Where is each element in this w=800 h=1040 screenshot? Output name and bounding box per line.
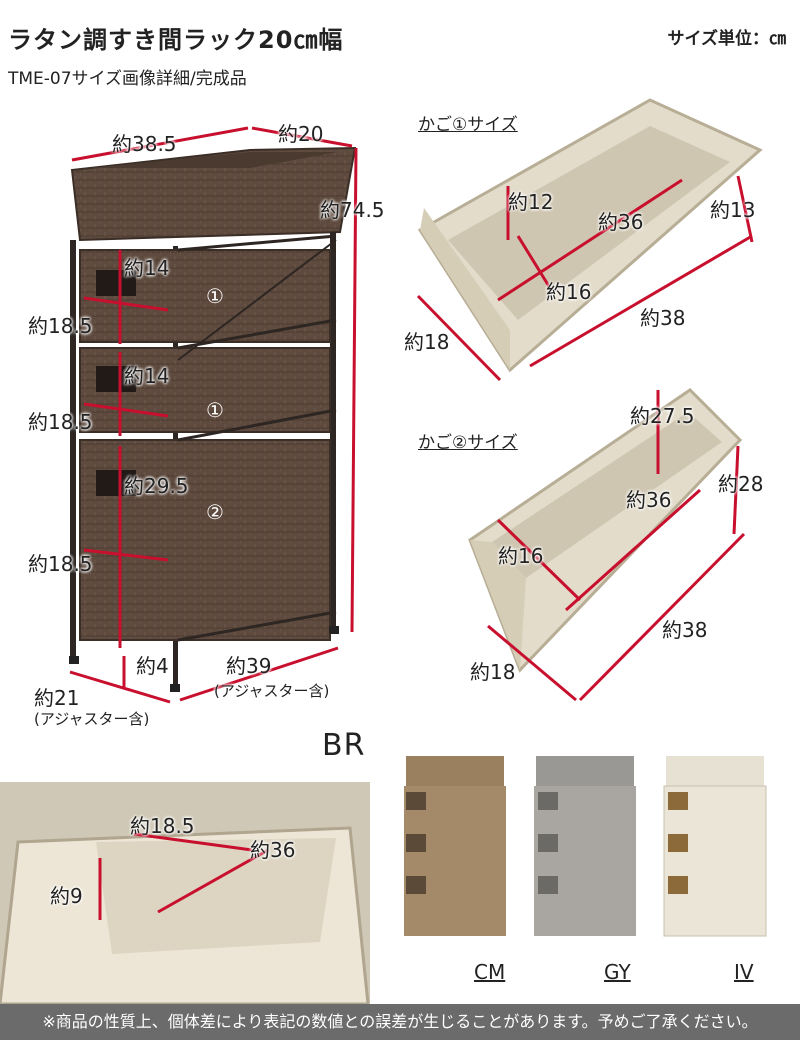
rack-illustration bbox=[69, 126, 358, 704]
unit-note: サイズ単位：㎝ bbox=[667, 29, 787, 49]
drawer1-height-label: 約14 bbox=[124, 256, 170, 280]
basket1-caption: かご①サイズ bbox=[418, 115, 518, 135]
bottom-depth-label: 約21 bbox=[34, 686, 80, 710]
tray-depth-label: 約18.5 bbox=[130, 814, 195, 838]
drawer3-depth-label: 約18.5 bbox=[28, 552, 93, 576]
variant-iv-label: IV bbox=[734, 960, 754, 984]
basket2-outer-depth-label: 約18 bbox=[470, 660, 516, 684]
bottom-width-note: (アジャスター含) bbox=[214, 682, 330, 700]
basket1-illustration bbox=[416, 98, 763, 382]
basket2-illustration bbox=[468, 388, 746, 702]
variant-cm-label: CM bbox=[474, 960, 506, 984]
basket2-inner-depth-label: 約16 bbox=[498, 544, 544, 568]
drawer2-depth-label: 約18.5 bbox=[28, 410, 93, 434]
drawer2-marker: ① bbox=[206, 398, 224, 422]
leg-height-label: 約4 bbox=[136, 654, 169, 678]
drawer3-marker: ② bbox=[206, 500, 224, 524]
basket1-inner-width-label: 約36 bbox=[598, 210, 644, 234]
drawer1-marker: ① bbox=[206, 284, 224, 308]
top-tray-photo bbox=[0, 782, 370, 1004]
rack-width-label: 約38.5 bbox=[112, 132, 177, 156]
basket1-outer-width-label: 約38 bbox=[640, 306, 686, 330]
basket1-outer-height-label: 約13 bbox=[710, 198, 756, 222]
basket2-outer-height-label: 約28 bbox=[718, 472, 764, 496]
drawer3-height-label: 約29.5 bbox=[124, 474, 189, 498]
rack-depth-label: 約20 bbox=[278, 122, 324, 146]
basket1-inner-depth-label: 約16 bbox=[546, 280, 592, 304]
disclaimer-footer: ※商品の性質上、個体差により表記の数値との誤差が生じることがあります。予めご了承… bbox=[0, 1004, 800, 1040]
basket2-outer-width-label: 約38 bbox=[662, 618, 708, 642]
page-title: ラタン調すき間ラック20㎝幅 bbox=[8, 26, 344, 54]
bottom-depth-note: (アジャスター含) bbox=[34, 710, 150, 728]
drawer1-depth-label: 約18.5 bbox=[28, 314, 93, 338]
basket2-inner-height-label: 約27.5 bbox=[630, 404, 695, 428]
variant-gy-label: GY bbox=[604, 960, 631, 984]
drawer2-height-label: 約14 bbox=[124, 364, 170, 388]
color-code-br: BR bbox=[322, 728, 366, 763]
rack-height-label: 約74.5 bbox=[320, 198, 385, 222]
tray-height-label: 約9 bbox=[50, 884, 83, 908]
bottom-width-label: 約39 bbox=[226, 654, 272, 678]
basket1-outer-depth-label: 約18 bbox=[404, 330, 450, 354]
basket2-caption: かご②サイズ bbox=[418, 433, 518, 453]
basket1-inner-height-label: 約12 bbox=[508, 190, 554, 214]
color-variants bbox=[404, 756, 767, 937]
tray-width-label: 約36 bbox=[250, 838, 296, 862]
model-subtitle: TME-07サイズ画像詳細/完成品 bbox=[8, 69, 247, 89]
basket2-inner-width-label: 約36 bbox=[626, 488, 672, 512]
